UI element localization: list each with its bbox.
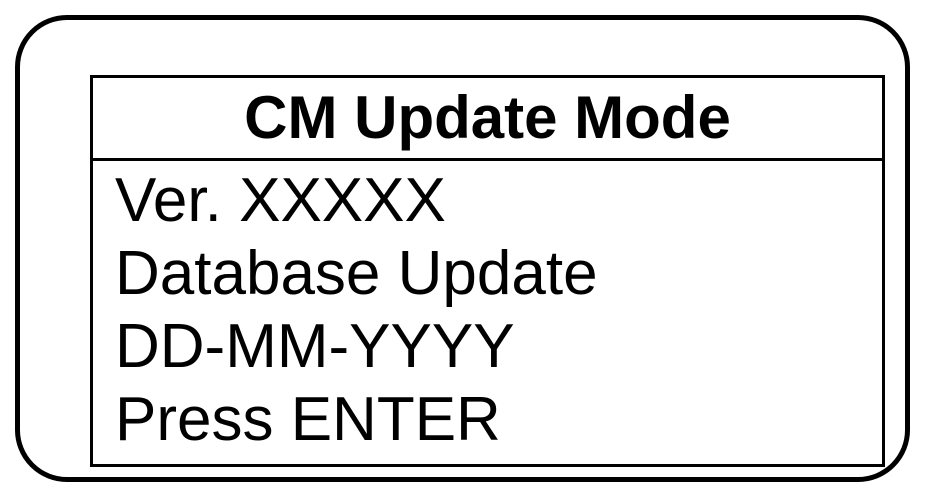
press-enter-prompt: Press ENTER (115, 385, 501, 454)
screen-header: CM Update Mode (93, 78, 882, 161)
date-line: DD-MM-YYYY (115, 312, 515, 381)
database-update-line: Database Update (115, 239, 598, 308)
screen-lines: Ver. XXXXX Database Update DD-MM-YYYY Pr… (115, 164, 872, 456)
version-line: Ver. XXXXX (115, 166, 446, 235)
device-frame: CM Update Mode Ver. XXXXX Database Updat… (15, 15, 910, 482)
lcd-screen: CM Update Mode Ver. XXXXX Database Updat… (90, 75, 885, 467)
screen-title: CM Update Mode (244, 84, 731, 151)
